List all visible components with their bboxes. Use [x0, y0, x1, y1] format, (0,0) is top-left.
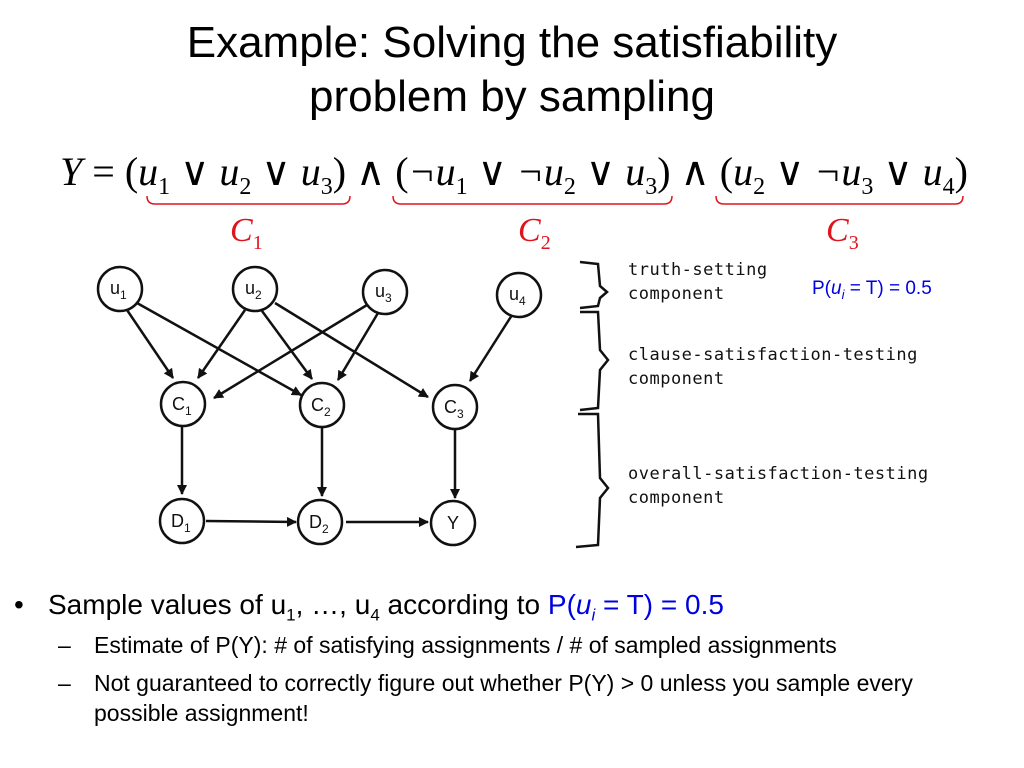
clause-brace-c1: [146, 195, 351, 205]
diagram-edges: [125, 301, 514, 527]
node-d1-label: D1: [171, 511, 191, 535]
node-u3-label: u3: [375, 281, 392, 305]
c2-lit1: ¬u: [408, 149, 456, 194]
node-u2: [231, 265, 279, 313]
edge-d1-d2: [205, 516, 297, 527]
node-y-label: Y: [447, 513, 459, 533]
node-c1-label: C1: [172, 394, 192, 418]
node-u1: [96, 265, 144, 313]
edge-u2-c2: [260, 310, 314, 380]
c1-lit3: u: [300, 149, 321, 194]
c1-lit2: u: [219, 149, 240, 194]
bullet-list: •Sample values of u1, …, u4 according to…: [14, 588, 1014, 728]
clause-label-c2: C2: [518, 212, 551, 254]
clause-brace-c2: [392, 195, 673, 205]
edge-u2-c1: [196, 309, 247, 379]
slide-title-line2: problem by sampling: [309, 72, 715, 121]
node-c3: [431, 383, 479, 431]
clause-label-c3: C3: [826, 212, 859, 254]
c1-lit1: u: [138, 149, 159, 194]
probability-note: P(ui = T) = 0.5: [812, 278, 932, 302]
clause-brace-c3: [715, 195, 964, 205]
node-u2-label: u2: [245, 278, 262, 302]
formula-lhs: Y: [60, 149, 83, 194]
slide-title: Example: Solving the satisfiability prob…: [0, 16, 1024, 124]
node-d2: [296, 498, 344, 546]
node-u4-label: u4: [509, 284, 526, 308]
edge-u1-c1: [125, 309, 175, 379]
node-y: [429, 499, 477, 547]
truth-setting-label: truth-setting component: [628, 260, 768, 304]
bullet-main: •Sample values of u1, …, u4 according to…: [14, 589, 724, 625]
node-d1: [158, 497, 206, 545]
node-c1: [159, 380, 207, 428]
bullet-sub-1: –Estimate of P(Y): # of satisfying assig…: [58, 632, 837, 658]
node-c2-label: C2: [311, 395, 331, 419]
node-u3: [361, 268, 409, 316]
slide-title-line1: Example: Solving the satisfiability: [186, 18, 838, 67]
bullet-sub-2: –Not guaranteed to correctly figure out …: [58, 670, 913, 726]
c3-lit3: u: [922, 149, 943, 194]
node-c2: [298, 381, 346, 429]
node-d2-label: D2: [309, 512, 329, 536]
sat-formula: Y = (u1 ∨ u2 ∨ u3) ∧ (¬u1 ∨ ¬u2 ∨ u3) ∧ …: [60, 149, 968, 200]
c3-lit1: u: [733, 149, 754, 194]
edge-u3-c1: [213, 303, 368, 400]
overall-testing-label: overall-satisfaction-testing component: [628, 464, 929, 508]
edge-u2-c3: [274, 301, 429, 399]
c2-lit3: u: [625, 149, 646, 194]
component-brackets: [575, 260, 610, 549]
clause-testing-label: clause-satisfaction-testing component: [628, 345, 918, 389]
edge-u3-c2: [336, 312, 380, 381]
node-u4: [495, 271, 543, 319]
c2-lit2: ¬u: [516, 149, 564, 194]
node-u1-label: u1: [110, 278, 127, 302]
edge-u4-c3: [468, 314, 514, 382]
clause-label-c1: C1: [230, 212, 263, 254]
node-c3-label: C3: [444, 397, 464, 421]
formula-equals: =: [92, 149, 115, 194]
c3-lit2: ¬u: [814, 149, 862, 194]
